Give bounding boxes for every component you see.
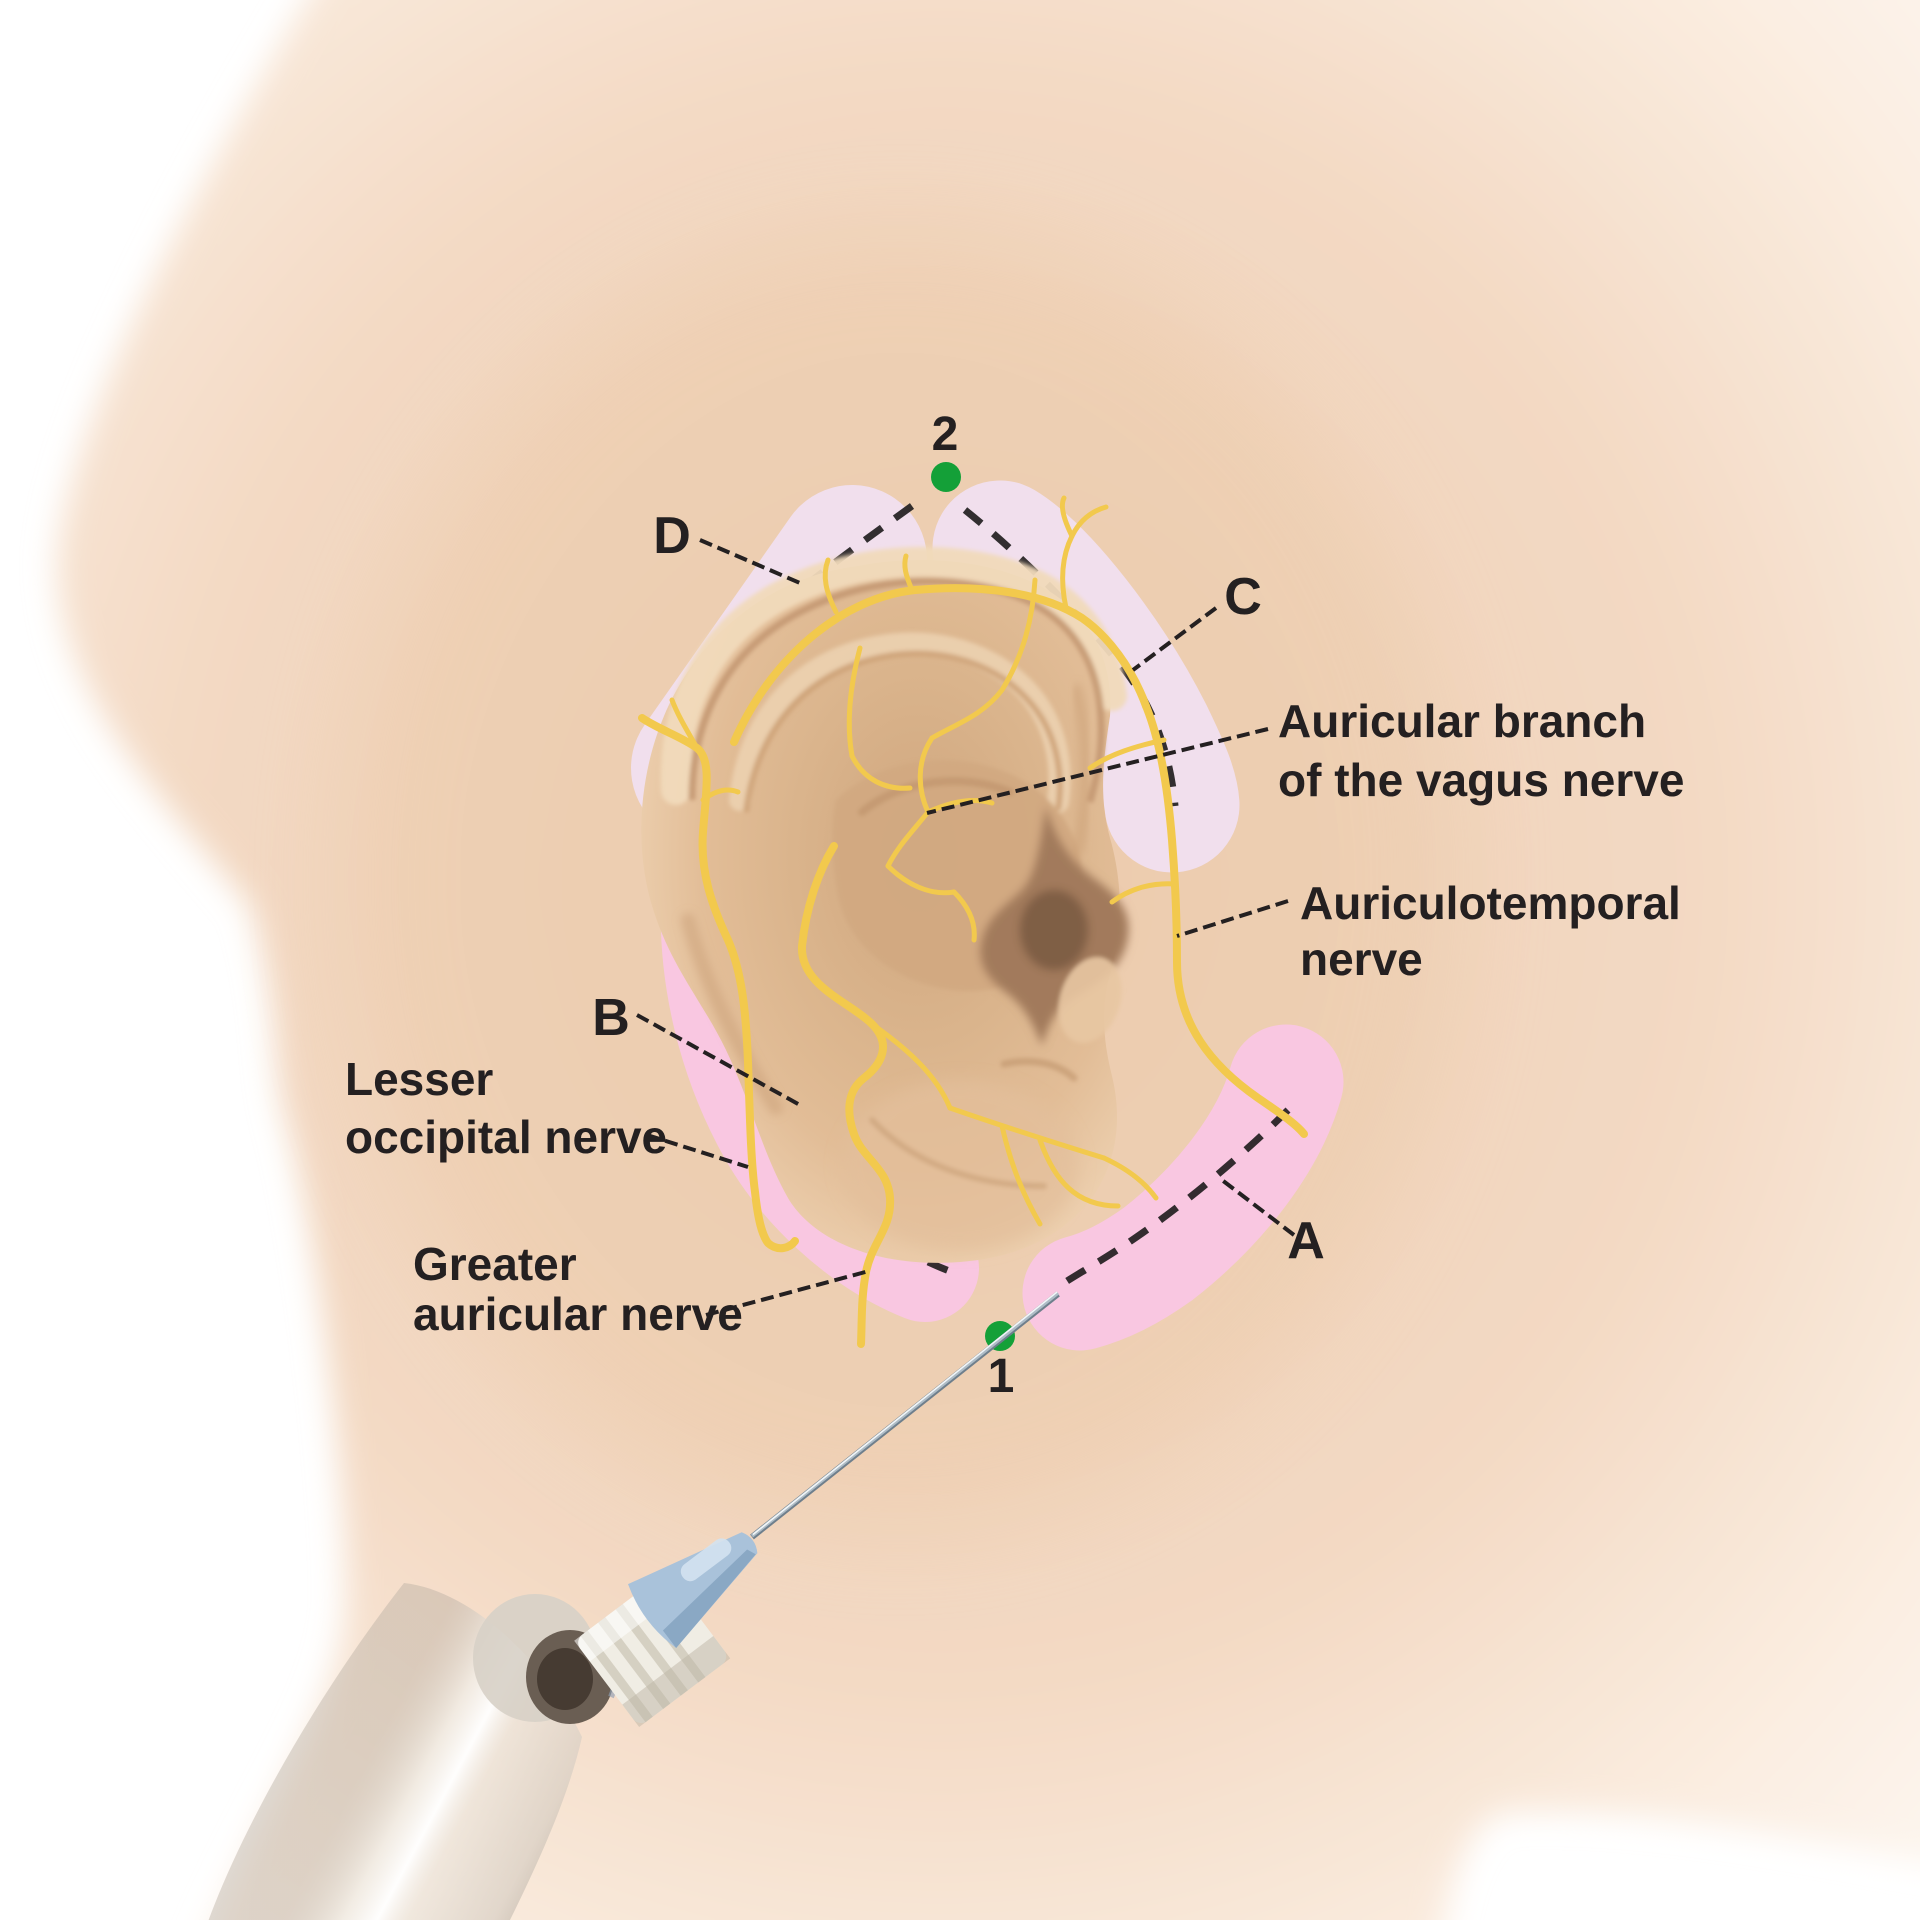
antihelix-branch [846,645,863,759]
ear-tragus-highlight [1058,957,1122,1043]
ear [641,546,1129,1263]
ear-antitragus-shadow [1000,1057,1078,1082]
ear-lobe-shade [842,1080,1078,1250]
label-lesser-line1: Lesser [345,1053,493,1105]
leader-zone-b [636,1013,801,1107]
auriculotemporal-fork [1059,495,1075,539]
lobule-branch [1101,1155,1159,1201]
ear-concha-shadow-arc [858,777,1014,816]
label-point-1: 1 [988,1350,1015,1403]
labels: D C B A Auricular branch of the vagus ne… [345,507,1684,1340]
lobule-branch [1037,1137,1121,1209]
label-zone-a: A [1287,1212,1325,1270]
label-auriculotemporal-line2: nerve [1300,933,1423,985]
front-branch [1087,737,1167,771]
needle [750,1291,1060,1540]
leader-lesser-occipital [646,1133,749,1169]
leader-vagus [926,727,1269,815]
lobule-branch [999,1123,1043,1227]
lobule-branch [869,1021,953,1111]
ear-inner-right-shadow [1070,684,1092,856]
label-auriculotemporal-line1: Auriculotemporal [1300,877,1681,929]
label-point-2: 2 [932,408,959,461]
syringe-hub [628,1532,758,1649]
vagus-branch [951,889,977,943]
syringe [208,1291,1060,1920]
leader-greater-auricular [705,1269,870,1317]
zone-d-guide [683,503,915,699]
leader-auriculotemporal [1176,899,1289,938]
label-zone-d: D [653,507,691,565]
label-zone-c: C [1224,568,1262,626]
label-vagus-line2: of the vagus nerve [1278,754,1684,806]
helix-arc-nerve [730,584,1150,746]
nerves [638,495,1308,1348]
lesser-occipital-twig [700,787,741,803]
front-branch [1109,881,1179,905]
zone-a-guide [1055,1107,1291,1290]
helix-twig [902,553,915,593]
vagus-branch [917,735,935,815]
lobule-branch [947,1105,1107,1161]
syringe-mouth-core [537,1648,593,1710]
label-vagus-line1: Auricular branch [1278,695,1646,747]
auriculotemporal-fork [1060,533,1075,611]
label-zone-b: B [592,989,630,1047]
ear-canal-core [1020,890,1088,970]
leader-zone-a [1220,1178,1296,1237]
greater-auricular-nerve-path [797,842,895,1348]
lesser-occipital-twig [669,697,700,751]
zone-a-region [1022,1024,1344,1351]
label-greater-line1: Greater [413,1238,577,1290]
injection-dot-2 [931,462,961,492]
leader-lines [636,538,1296,1317]
label-lesser-line2: occipital nerve [345,1111,667,1163]
antihelix-branch [849,753,913,791]
auriculotemporal-nerve-path [1142,702,1308,1138]
injection-point-2: 2 [931,408,961,492]
auriculotemporal-fork [1069,504,1109,539]
leader-zone-c [1131,606,1218,672]
label-greater-line2: auricular nerve [413,1288,743,1340]
ear-antihelix-line [743,650,1063,813]
lesser-occipital-nerve-path [638,714,799,1253]
vagus-branch [929,577,1038,741]
vagus-branch [885,863,957,896]
vagus-branch [885,809,931,869]
helix-twig [822,557,839,615]
